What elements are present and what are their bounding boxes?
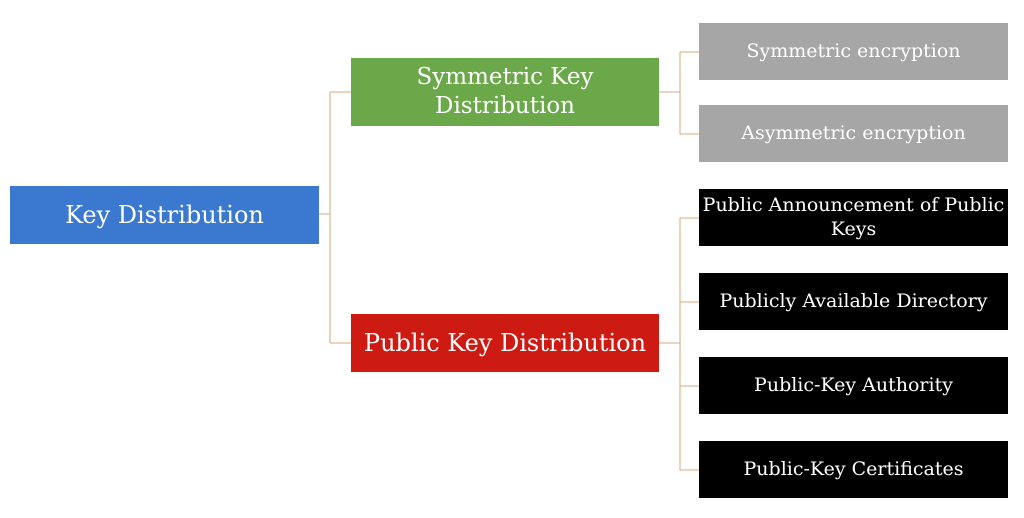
root-node-label: Key Distribution xyxy=(65,200,264,229)
leaf-node-publicly-available-directory: Publicly Available Directory xyxy=(699,273,1008,330)
branch-node-public-key-distribution: Public Key Distribution xyxy=(351,314,659,372)
leaf-node-label: Asymmetric encryption xyxy=(741,121,966,144)
leaf-node-label: Public Announcement of Public Keys xyxy=(702,193,1005,240)
leaf-node-label: Publicly Available Directory xyxy=(719,289,988,312)
leaf-node-label: Symmetric encryption xyxy=(746,39,961,62)
leaf-node-asymmetric-encryption: Asymmetric encryption xyxy=(699,105,1008,162)
root-node-key-distribution: Key Distribution xyxy=(10,186,319,244)
branch-node-label: Public Key Distribution xyxy=(363,328,647,357)
branch-node-symmetric-key-distribution: Symmetric Key Distribution xyxy=(351,58,659,126)
leaf-node-label: Public-Key Authority xyxy=(754,373,953,396)
leaf-node-symmetric-encryption: Symmetric encryption xyxy=(699,23,1008,80)
leaf-node-label: Public-Key Certificates xyxy=(743,457,964,480)
leaf-node-public-announcement: Public Announcement of Public Keys xyxy=(699,189,1008,246)
leaf-node-public-key-certificates: Public-Key Certificates xyxy=(699,441,1008,498)
leaf-node-public-key-authority: Public-Key Authority xyxy=(699,357,1008,414)
branch-node-label: Symmetric Key Distribution xyxy=(416,64,594,119)
